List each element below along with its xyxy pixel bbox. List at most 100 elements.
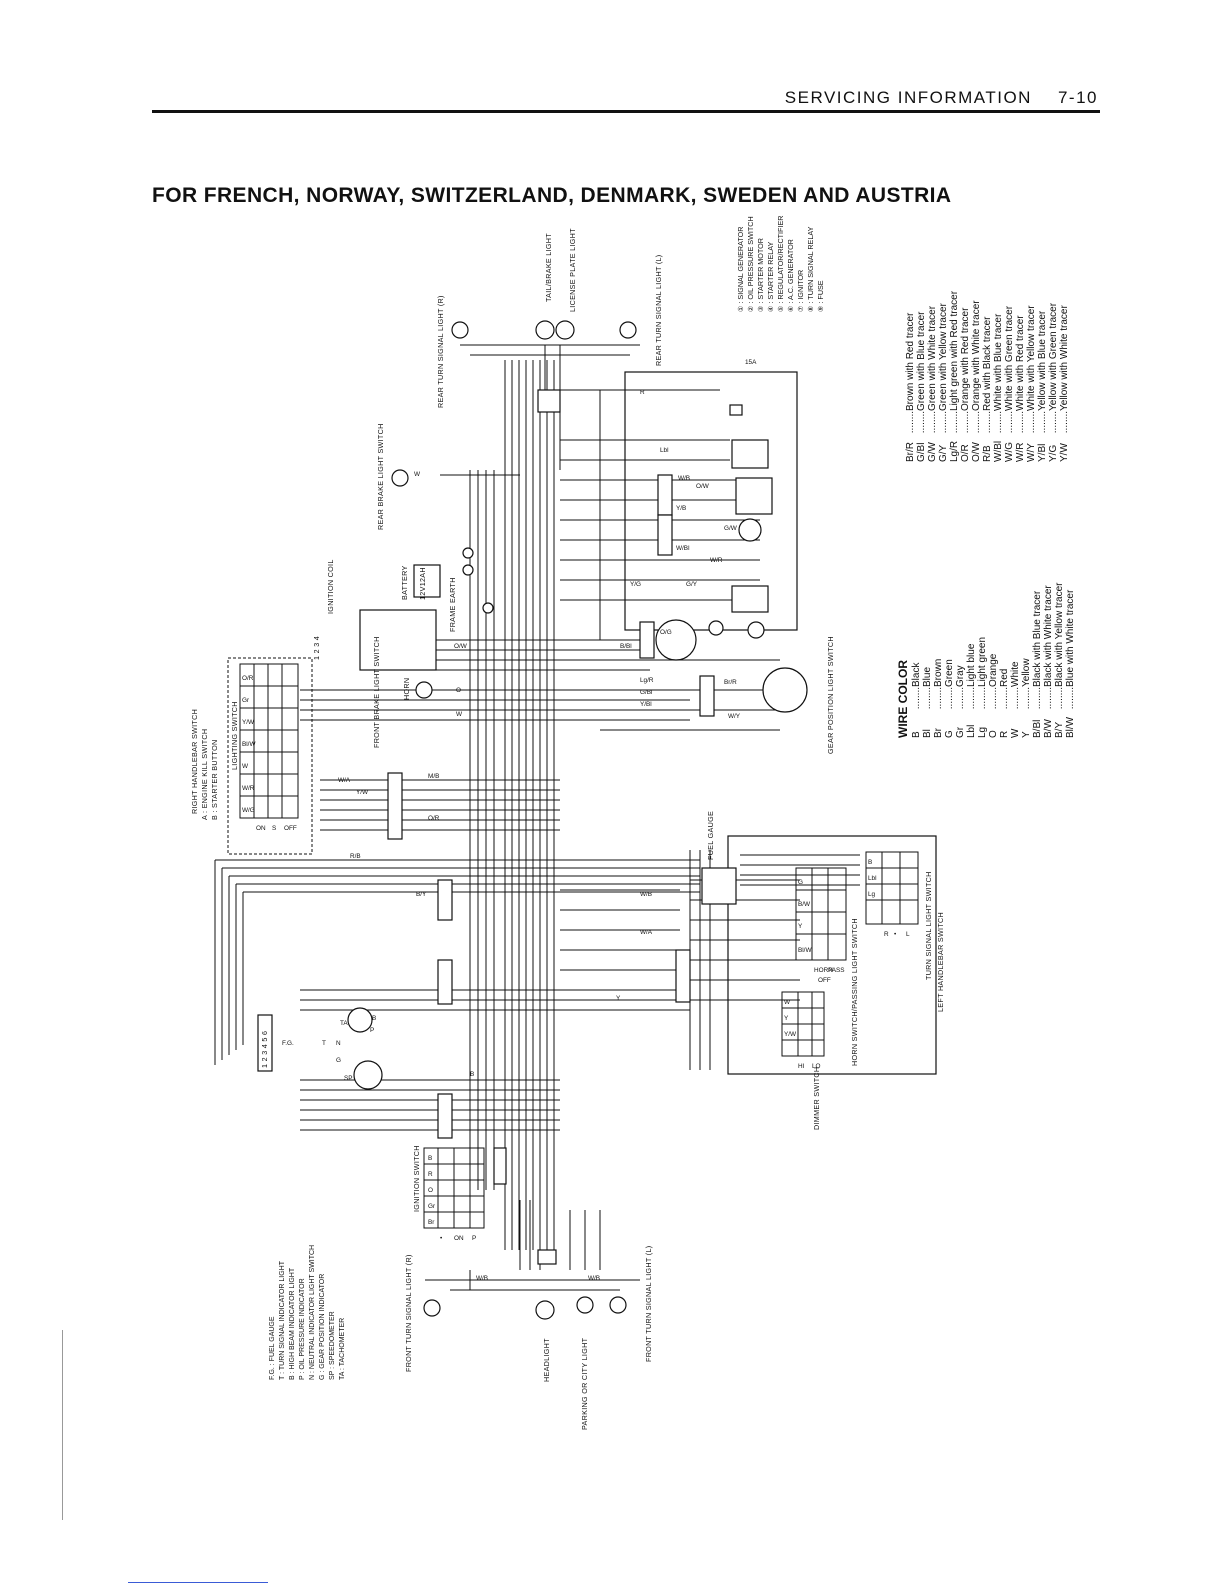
lighting-switch-table — [239, 663, 299, 819]
label-turn-signal-switch: TURN SIGNAL LIGHT SWITCH — [924, 871, 933, 980]
lighting-col-label: W/R — [242, 785, 255, 792]
label-ignition-switch: IGNITION SWITCH — [412, 1145, 421, 1212]
header-rule — [152, 110, 1100, 113]
label-license: LICENSE PLATE LIGHT — [568, 228, 577, 312]
turn-signal-relay-symbol — [731, 439, 769, 469]
wire-label: W — [456, 711, 463, 718]
wire-color-row: O ........Orange — [988, 653, 999, 738]
lighting-col-label: Bl/W — [242, 741, 256, 748]
connector-11 — [537, 389, 561, 413]
wire-label: Lg/R — [640, 677, 654, 684]
wire-label: Y/G — [630, 581, 641, 588]
numbered-component-item: ⑦ : IGNITOR — [796, 269, 805, 312]
indicator-legend-item: T : TURN SIGNAL INDICATOR LIGHT — [279, 1260, 286, 1380]
horn-passing-switch-table — [795, 867, 847, 961]
meter-symbol: B — [372, 1015, 376, 1022]
wire-label: Y/Bl — [640, 701, 652, 708]
ignition-switch-table — [423, 1147, 485, 1229]
indicator-legend-item: P : OIL PRESSURE INDICATOR — [299, 1278, 306, 1380]
wire-label: O — [456, 687, 461, 694]
gear-position-switch-symbol — [762, 667, 808, 713]
label-rear-brake-switch: REAR BRAKE LIGHT SWITCH — [376, 423, 385, 530]
numbered-component-item: ⑨ : FUSE — [816, 280, 825, 312]
label-tail-brake: TAIL/BRAKE LIGHT — [544, 233, 553, 302]
wire-label: W/R — [710, 557, 723, 564]
horn-symbol — [415, 681, 433, 699]
meter-symbol: SP — [344, 1075, 353, 1082]
dimmer-col-label: Y — [784, 1015, 789, 1022]
indicator-legend-item: SP : SPEEDOMETER — [329, 1311, 336, 1380]
connector-2 — [657, 514, 673, 556]
wire-label: R — [640, 389, 645, 396]
meter-symbols: F.G. T N TA SP B P G — [282, 1015, 376, 1082]
ignition-col-label: B — [428, 1155, 432, 1162]
dimmer-switch-table — [781, 991, 825, 1057]
horn-col-label: Y — [798, 923, 803, 930]
turn-col-label: Lg — [868, 891, 876, 898]
wire-label: W/A — [338, 777, 351, 784]
numbered-component-item: ② : OIL PRESSURE SWITCH — [746, 216, 755, 312]
label-ignition-coil: IGNITION COIL — [326, 559, 335, 614]
connector-7 — [437, 959, 453, 1005]
wire-label: W/B — [588, 1275, 600, 1282]
ground-2 — [462, 564, 474, 576]
page-number: 7-10 — [1057, 88, 1098, 107]
wire-label: G/Bl — [640, 689, 652, 696]
dimmer-col-label: W — [784, 999, 791, 1006]
wire-label: O/W — [696, 483, 710, 490]
dimmer-row-label: HI — [798, 1063, 805, 1070]
ignition-row-label: ON — [454, 1235, 464, 1242]
indicator-legend: F.G. : FUEL GAUGE T : TURN SIGNAL INDICA… — [268, 1245, 348, 1380]
label-gear-position-switch: GEAR POSITION LIGHT SWITCH — [826, 636, 835, 754]
tachometer-symbol — [347, 1007, 373, 1033]
lighting-row-label: OFF — [284, 825, 297, 832]
label-starter-button: B : STARTER BUTTON — [210, 739, 219, 820]
label-parking-light: PARKING OR CITY LIGHT — [580, 1337, 589, 1430]
label-front-turn-r: FRONT TURN SIGNAL LIGHT (R) — [404, 1254, 413, 1372]
horn-col-label: Bl/W — [798, 947, 812, 954]
indicator-legend-item: TA : TACHOMETER — [339, 1317, 346, 1380]
label-headlight: HEADLIGHT — [542, 1338, 551, 1382]
indicator-legend-item: B : HIGH BEAM INDICATOR LIGHT — [289, 1267, 296, 1380]
lighting-col-label: Gr — [242, 697, 250, 704]
wire-label: R/B — [350, 853, 361, 860]
wire-label: Br/R — [724, 679, 737, 686]
horn-col-label: B/W — [798, 901, 811, 908]
connector-5 — [387, 772, 403, 840]
dimmer-col-label: Y/W — [784, 1031, 797, 1038]
turn-row-label: • — [894, 931, 896, 938]
numbered-component-item: ⑧ : TURN SIGNAL RELAY — [806, 226, 815, 312]
turn-switch-table — [865, 851, 919, 925]
meter-symbol: T — [322, 1040, 326, 1047]
lighting-col-label: W/G — [242, 807, 255, 814]
lighting-col-label: O/R — [242, 675, 254, 682]
turn-row-label: R — [884, 931, 889, 938]
label-rear-turn-r: REAR TURN SIGNAL LIGHT (R) — [436, 295, 445, 408]
label-horn: HORN — [402, 677, 411, 700]
wire-label: O/W — [454, 643, 468, 650]
signal-generator-symbol — [655, 619, 697, 661]
wire-color-heading: WIRE COLOR — [896, 660, 910, 738]
connector-3 — [639, 621, 655, 659]
diagram-title: FOR FRENCH, NORWAY, SWITZERLAND, DENMARK… — [152, 184, 952, 207]
wire-label: Lbl — [660, 447, 669, 454]
license-lamp — [555, 320, 575, 340]
dimmer-row-label: LO — [812, 1063, 821, 1070]
wire-color-row: Bl/W ........Blue with White tracer — [1065, 589, 1076, 738]
wire-label: Y/B — [676, 505, 686, 512]
wire-label: W/B — [678, 475, 690, 482]
wire-label: B/Bl — [620, 643, 632, 650]
ground-1 — [462, 547, 474, 559]
ignition-col-label: O — [428, 1187, 433, 1194]
connector-1 — [657, 474, 673, 516]
rear-turn-l-lamp — [619, 321, 637, 339]
label-lighting-switch: LIGHTING SWITCH — [230, 701, 239, 770]
label-battery-rating: 12V12AH — [418, 567, 427, 600]
meter-symbol: P — [370, 1027, 374, 1034]
wire-label: B — [470, 1071, 474, 1078]
front-turn-r-lamp — [423, 1299, 441, 1317]
wire-label-group: R Lbl W/B O/W Y/B G/W W/Bl W/R Y/G G/Y O… — [338, 389, 741, 1282]
connector-12 — [537, 1249, 557, 1265]
numbered-component-item: ⑥ : A.C. GENERATOR — [786, 239, 795, 312]
fuse-symbol — [729, 404, 743, 416]
